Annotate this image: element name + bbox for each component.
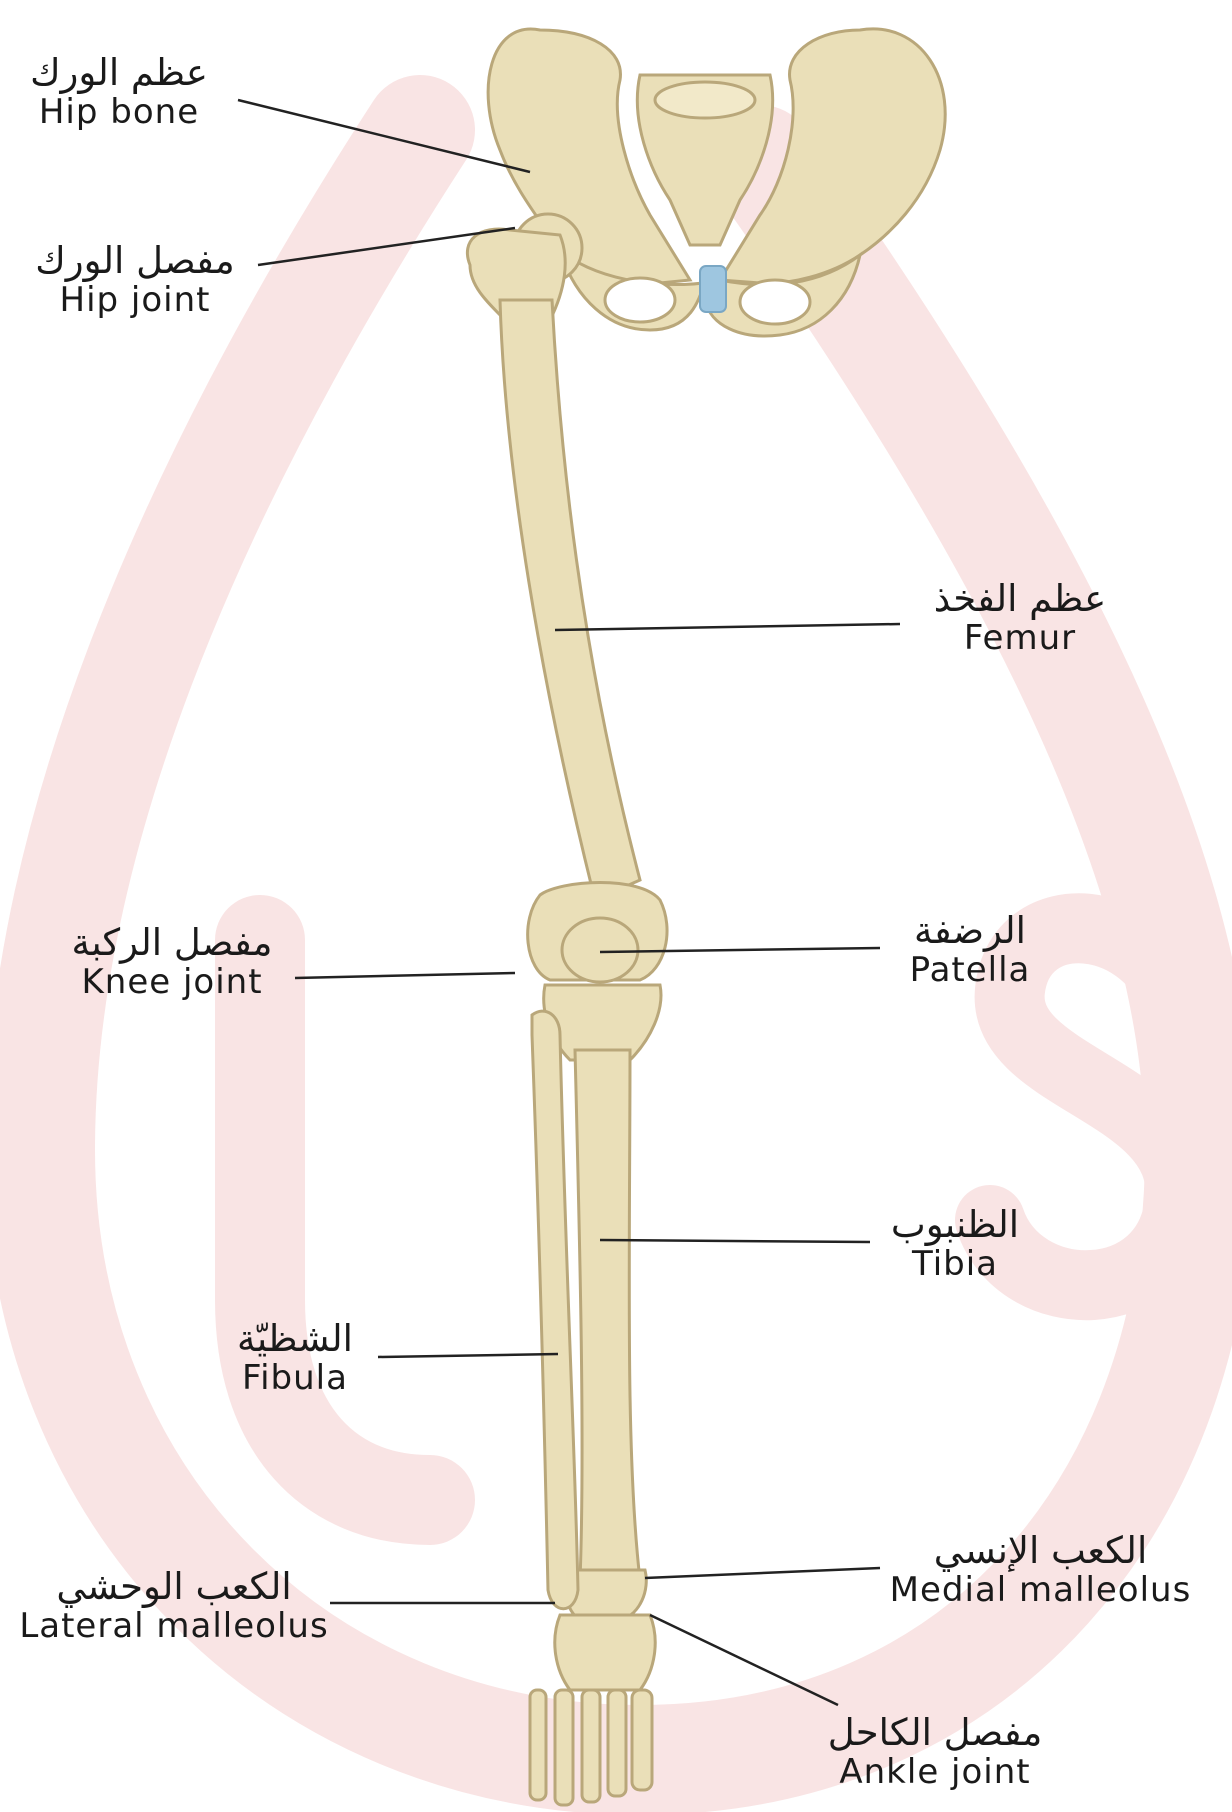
label-ankle-joint: مفصل الكاحل Ankle joint xyxy=(820,1712,1050,1792)
label-femur-en: Femur xyxy=(905,619,1135,657)
sacral-promontory xyxy=(655,82,755,118)
label-medial-malleolus: الكعب الإنسي Medial malleolus xyxy=(868,1530,1213,1610)
label-lateral-malleolus-ar: الكعب الوحشي xyxy=(4,1566,344,1607)
label-fibula: الشظيّة Fibula xyxy=(220,1318,370,1398)
leader-ankle-joint xyxy=(650,1615,838,1705)
tibial-shaft xyxy=(575,1050,640,1580)
label-patella: الرضفة Patella xyxy=(885,910,1055,990)
label-medial-malleolus-ar: الكعب الإنسي xyxy=(868,1530,1213,1571)
label-medial-malleolus-en: Medial malleolus xyxy=(868,1571,1213,1609)
leader-tibia xyxy=(600,1240,870,1242)
label-femur: عظم الفخذ Femur xyxy=(905,578,1135,658)
label-ankle-joint-en: Ankle joint xyxy=(820,1753,1050,1791)
lower-leg-bones xyxy=(532,985,661,1620)
label-knee-joint-en: Knee joint xyxy=(52,963,292,1001)
toe-3 xyxy=(582,1690,600,1802)
toe-1 xyxy=(530,1690,546,1800)
pubic-symphysis-cartilage xyxy=(700,266,726,312)
right-obturator-foramen xyxy=(740,280,810,324)
label-hip-bone-ar: عظم الورك xyxy=(14,52,224,93)
label-fibula-ar: الشظيّة xyxy=(220,1318,370,1359)
label-knee-joint: مفصل الركبة Knee joint xyxy=(52,922,292,1002)
toe-2 xyxy=(555,1690,573,1805)
label-fibula-en: Fibula xyxy=(220,1359,370,1397)
label-tibia-en: Tibia xyxy=(875,1245,1035,1283)
label-hip-bone: عظم الورك Hip bone xyxy=(14,52,224,132)
toe-4 xyxy=(608,1690,626,1796)
leader-medial-malleolus xyxy=(645,1568,880,1578)
label-hip-joint-ar: مفصل الورك xyxy=(20,240,250,281)
femoral-shaft xyxy=(500,300,640,900)
label-tibia: الظنبوب Tibia xyxy=(875,1204,1035,1284)
label-tibia-ar: الظنبوب xyxy=(875,1204,1035,1245)
label-ankle-joint-ar: مفصل الكاحل xyxy=(820,1712,1050,1753)
leader-knee-joint xyxy=(295,973,515,978)
leader-femur xyxy=(555,624,900,630)
label-hip-joint: مفصل الورك Hip joint xyxy=(20,240,250,320)
label-knee-joint-ar: مفصل الركبة xyxy=(52,922,292,963)
label-patella-en: Patella xyxy=(885,951,1055,989)
watermark-letter-j xyxy=(260,940,430,1500)
label-patella-ar: الرضفة xyxy=(885,910,1055,951)
toe-5 xyxy=(632,1690,652,1790)
label-lateral-malleolus: الكعب الوحشي Lateral malleolus xyxy=(4,1566,344,1646)
label-femur-ar: عظم الفخذ xyxy=(905,578,1135,619)
leader-fibula xyxy=(378,1354,558,1357)
left-obturator-foramen xyxy=(605,278,675,322)
patella-bone xyxy=(562,918,638,982)
fibula-shaft xyxy=(532,1011,578,1609)
label-lateral-malleolus-en: Lateral malleolus xyxy=(4,1607,344,1645)
label-hip-bone-en: Hip bone xyxy=(14,93,224,131)
tarsal-bones xyxy=(555,1615,655,1690)
label-hip-joint-en: Hip joint xyxy=(20,281,250,319)
